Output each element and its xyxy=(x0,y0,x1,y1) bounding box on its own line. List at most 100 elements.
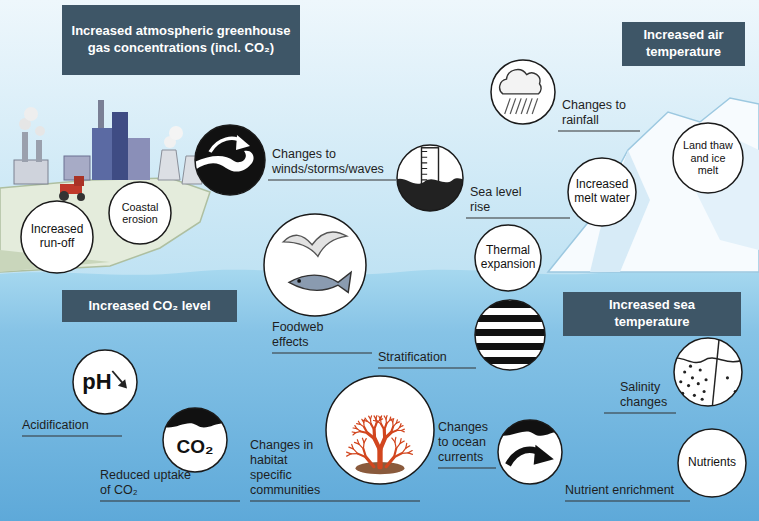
circle-border xyxy=(678,429,746,497)
gull-icon xyxy=(283,232,347,256)
down-arrow-head xyxy=(118,379,127,388)
coral-branch xyxy=(401,431,404,432)
sky xyxy=(0,0,759,280)
circle-fill xyxy=(491,60,555,124)
effect-label: Foodweb effects xyxy=(272,320,348,350)
heading-text: Increased CO₂ level xyxy=(88,298,210,315)
circle-border xyxy=(491,60,555,124)
coral-branch xyxy=(370,419,372,424)
coral-branch xyxy=(364,439,366,443)
circle-border xyxy=(264,214,366,316)
coral-branch xyxy=(363,449,366,457)
surface-line xyxy=(669,358,747,363)
circle-outline xyxy=(263,213,367,317)
effect-label: Acidification xyxy=(22,418,114,433)
down-arrow xyxy=(112,371,123,384)
ruler-tick xyxy=(422,179,428,180)
salt-dot xyxy=(703,390,706,393)
circle-outline xyxy=(474,299,546,371)
effect-label: Changes to winds/storms/waves xyxy=(272,147,390,177)
rain-stroke xyxy=(532,98,538,114)
salt-dot xyxy=(691,376,694,379)
coral-branch xyxy=(406,446,410,448)
circle-icon xyxy=(669,333,747,411)
cloud-icon xyxy=(500,70,541,94)
stratum xyxy=(470,343,550,350)
coral-branch xyxy=(384,424,386,430)
coral-branch xyxy=(386,416,387,419)
surface-wave xyxy=(158,403,231,427)
salt-dot xyxy=(705,378,708,381)
circle-icon xyxy=(470,301,550,378)
circle-text: Increased melt water xyxy=(574,178,630,206)
sea xyxy=(0,270,759,521)
circle-text: Thermal expansion xyxy=(481,244,535,272)
heading-text: Increased air temperature xyxy=(630,27,737,61)
salt-dot xyxy=(699,369,702,372)
effect-label: Sea level rise xyxy=(470,185,532,215)
coral-branch xyxy=(393,419,394,422)
coral-branch xyxy=(353,433,356,435)
wind-arrow-head xyxy=(236,135,250,150)
coral-branch xyxy=(359,444,363,449)
circle-border xyxy=(73,350,137,414)
ruler-tick xyxy=(422,168,428,169)
salt-dot xyxy=(701,398,704,401)
circle-fill xyxy=(73,350,137,414)
coral-branch xyxy=(385,433,391,439)
circle-outline xyxy=(497,419,563,485)
land-island xyxy=(0,178,210,272)
effect-circle: Stratification xyxy=(474,299,546,371)
circle-border xyxy=(673,123,743,193)
circle-fill xyxy=(678,429,746,497)
effect-circle: pHAcidification xyxy=(72,349,138,415)
rain-stroke xyxy=(510,98,516,114)
effect-label: Changes to ocean currents xyxy=(438,420,494,465)
label-underline xyxy=(378,367,476,368)
label-underline xyxy=(250,500,420,501)
iceberg xyxy=(548,98,759,272)
circle-icon xyxy=(112,371,127,388)
coral-branch xyxy=(365,418,367,421)
stratum xyxy=(470,371,550,378)
stratum xyxy=(470,357,550,364)
effect-label: Reduced uptake of CO₂ xyxy=(100,468,196,498)
circle-fill xyxy=(21,201,93,273)
coral-branch xyxy=(386,420,389,423)
circle-border xyxy=(326,376,434,484)
label-underline xyxy=(438,467,496,468)
coral-branch xyxy=(370,416,371,419)
fish-eye xyxy=(297,279,301,283)
coral-branch xyxy=(352,444,354,448)
coral-branch xyxy=(357,429,361,432)
current-arrow-head xyxy=(534,445,554,465)
effect-label: Stratification xyxy=(378,350,474,365)
circle-border xyxy=(109,182,171,244)
effect-circle: Salinity changes xyxy=(673,337,743,407)
label-underline xyxy=(466,217,570,218)
coral-branch xyxy=(394,437,396,442)
coral-branch xyxy=(396,422,399,423)
circle-text: Nutrients xyxy=(688,456,736,470)
heading-text: Increased atmospheric greenhouse gas con… xyxy=(70,23,292,57)
effect-circle: Changes to rainfall xyxy=(490,59,556,125)
circle-outline xyxy=(490,59,556,125)
coral-branch xyxy=(381,416,382,419)
coral-branch xyxy=(357,440,359,444)
salt-dot xyxy=(726,376,729,379)
heading-text: Increased sea temperature xyxy=(571,297,733,331)
circle-text: CO₂ xyxy=(177,436,214,458)
fish-icon xyxy=(289,272,351,292)
effect-circle: Increased melt water xyxy=(567,157,637,227)
coral-branch xyxy=(353,449,357,454)
circle-icon xyxy=(493,415,566,465)
effect-circle: Coastal erosion xyxy=(108,181,172,245)
coral-branch xyxy=(358,421,360,424)
coral-branch xyxy=(394,453,402,457)
coral-branch xyxy=(366,457,374,466)
circle-border xyxy=(195,125,265,195)
coral-branch xyxy=(363,422,365,427)
effect-circle: Changes in habitat specific communities xyxy=(325,375,435,485)
circle-fill xyxy=(109,182,171,244)
coral-branch xyxy=(400,441,404,443)
